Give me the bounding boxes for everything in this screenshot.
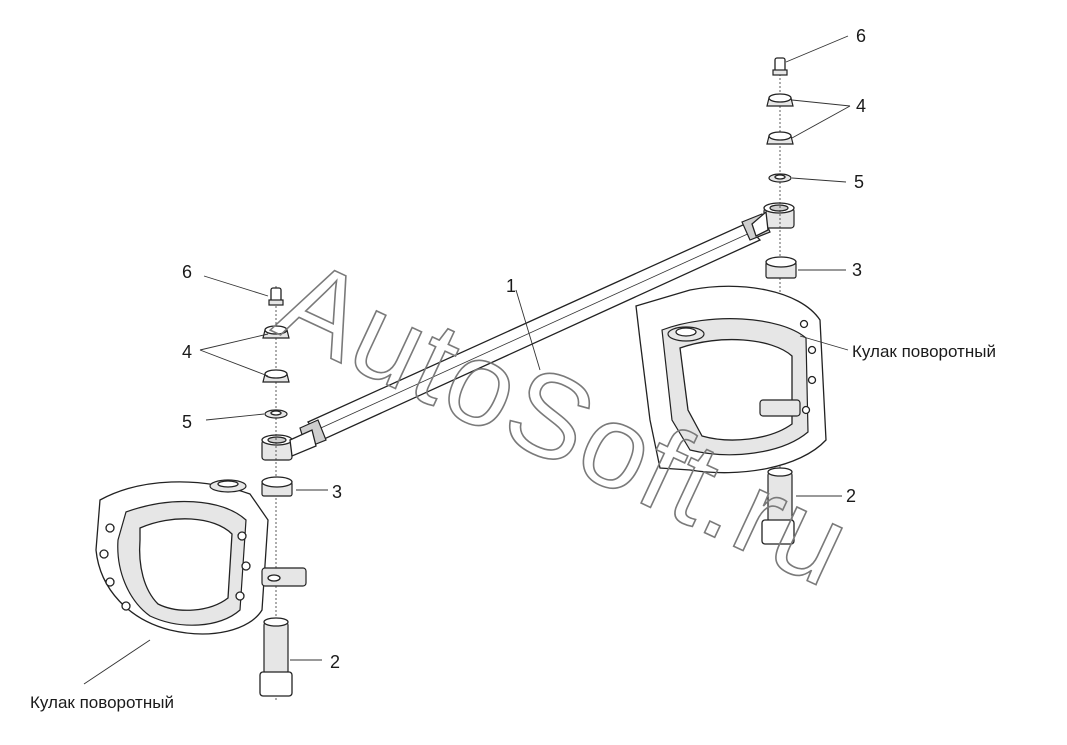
callout-2-right: 2 <box>846 486 856 506</box>
caption-knuckle-left: Кулак поворотный <box>30 693 174 712</box>
left-stack <box>259 286 293 700</box>
rod-end-right <box>751 202 795 237</box>
callout-5-right: 5 <box>854 172 864 192</box>
callout-3-left: 3 <box>332 482 342 502</box>
leader-lines <box>83 35 851 685</box>
bushing-left <box>261 476 293 497</box>
callout-5-left: 5 <box>182 412 192 432</box>
nut-right-bottom <box>766 131 794 145</box>
nut-left-bottom <box>262 369 290 383</box>
callout-6-right: 6 <box>856 26 866 46</box>
bushing-right <box>765 256 797 279</box>
callout-2-left: 2 <box>330 652 340 672</box>
callout-3-right: 3 <box>852 260 862 280</box>
callout-4-right: 4 <box>856 96 866 116</box>
washer-left <box>264 409 288 419</box>
callout-6-left: 6 <box>182 262 192 282</box>
grease-fitting-right <box>772 57 788 76</box>
nut-right-top <box>766 93 794 107</box>
caption-knuckle-right: Кулак поворотный <box>852 342 996 361</box>
steering-knuckle-right <box>635 285 827 474</box>
pin-left <box>259 617 293 697</box>
callouts: 1 6 4 5 3 2 6 4 5 3 2 <box>182 26 866 672</box>
callout-1: 1 <box>506 276 516 296</box>
steering-knuckle-left <box>95 479 307 635</box>
washer-right <box>768 173 792 183</box>
callout-4-left: 4 <box>182 342 192 362</box>
rod-end-left <box>261 429 317 461</box>
pin-right <box>761 467 795 545</box>
grease-fitting-left <box>268 287 284 306</box>
